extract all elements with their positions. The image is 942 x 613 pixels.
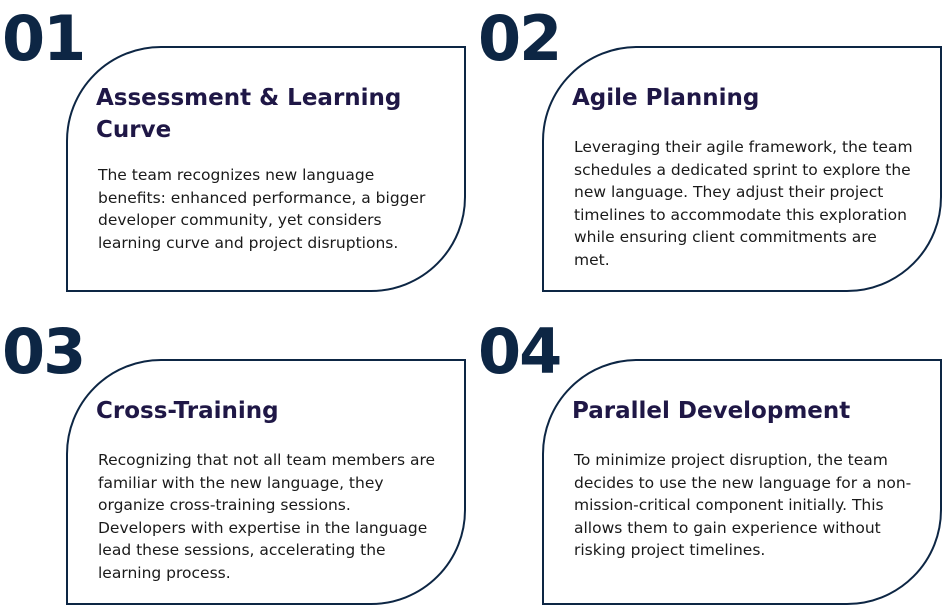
step-card: Agile Planning Leveraging their agile fr… (542, 46, 942, 292)
step-4: 04 Parallel Development To minimize proj… (476, 313, 942, 613)
step-title: Cross-Training (96, 398, 279, 424)
step-description: To minimize project disruption, the team… (574, 451, 912, 559)
step-card: Assessment & Learning Curve The team rec… (66, 46, 466, 292)
step-number: 04 (478, 315, 562, 388)
step-title: Assessment & Learning Curve (96, 85, 402, 143)
step-title: Agile Planning (572, 85, 760, 111)
step-3: 03 Cross-Training Recognizing that not a… (0, 313, 476, 613)
step-title: Parallel Development (572, 398, 851, 424)
step-number: 02 (478, 2, 562, 75)
step-2: 02 Agile Planning Leveraging their agile… (476, 0, 942, 300)
step-description: The team recognizes new language benefit… (98, 166, 426, 252)
step-description: Recognizing that not all team members ar… (98, 451, 436, 582)
step-1: 01 Assessment & Learning Curve The team … (0, 0, 476, 300)
step-card: Cross-Training Recognizing that not all … (66, 359, 466, 605)
step-number: 01 (2, 2, 86, 75)
step-card: Parallel Development To minimize project… (542, 359, 942, 605)
step-description: Leveraging their agile framework, the te… (574, 138, 913, 269)
step-number: 03 (2, 315, 86, 388)
